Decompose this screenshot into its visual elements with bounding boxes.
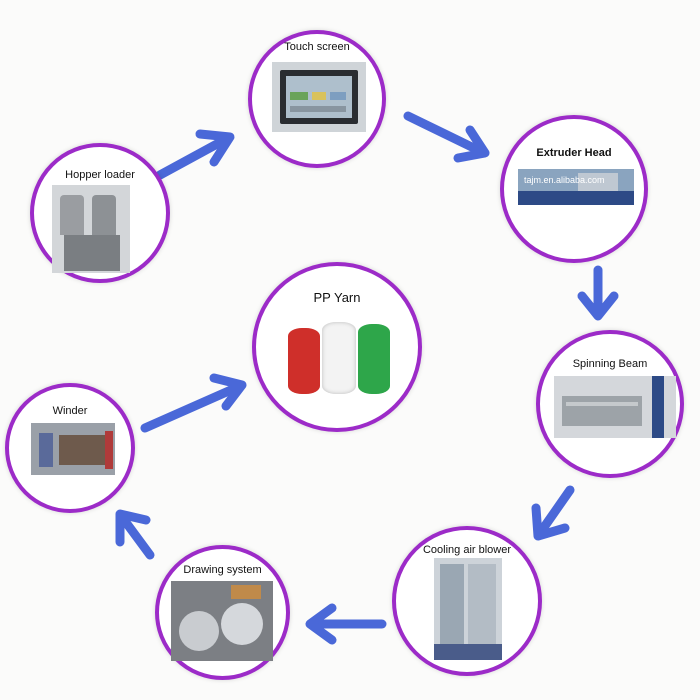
white-yarn-spool	[322, 322, 356, 394]
winder-photo	[31, 423, 115, 475]
node-label: Drawing system	[183, 564, 262, 576]
node-winder: Winder	[5, 383, 135, 513]
watermark-text: tajm.en.alibaba.com	[524, 175, 605, 185]
node-label: Extruder Head	[536, 147, 612, 159]
node-label: Winder	[52, 405, 88, 417]
arrow-extruder-to-spinning	[577, 265, 619, 321]
drawing-system-photo	[171, 581, 273, 661]
node-hopper-loader: Hopper loader	[30, 143, 170, 283]
node-cooling-air-blower: Cooling air blower	[392, 526, 542, 676]
arrow-winder-to-ppyarn	[140, 373, 247, 433]
arrow-touch-to-extruder	[403, 111, 490, 163]
hopper-loader-photo	[52, 185, 130, 273]
extruder-head-photo: tajm.en.alibaba.com	[518, 169, 634, 205]
node-label: Touch screen	[284, 41, 350, 53]
node-touch-screen: Touch screen	[248, 30, 386, 168]
node-label: Cooling air blower	[422, 544, 512, 556]
arrow-drawing-to-winder	[115, 509, 155, 560]
node-drawing-system: Drawing system	[155, 545, 290, 680]
arrow-hopper-to-touch	[155, 129, 235, 180]
red-yarn-spool	[288, 328, 320, 394]
node-label: PP Yarn	[313, 290, 361, 305]
arrow-spinning-to-cooling	[531, 485, 575, 541]
node-spinning-beam: Spinning Beam	[536, 330, 684, 478]
node-label: Hopper loader	[65, 169, 135, 181]
arrow-cooling-to-drawing	[305, 603, 387, 645]
cooling-air-blower-photo	[434, 558, 502, 660]
node-extruder-head: Extruder Head tajm.en.alibaba.com	[500, 115, 648, 263]
pp-yarn-photo	[286, 314, 392, 398]
spinning-beam-photo	[554, 376, 676, 438]
touch-screen-photo	[272, 62, 366, 132]
green-yarn-spool	[358, 324, 390, 394]
node-pp-yarn: PP Yarn	[252, 262, 422, 432]
node-label: Spinning Beam	[572, 358, 648, 370]
